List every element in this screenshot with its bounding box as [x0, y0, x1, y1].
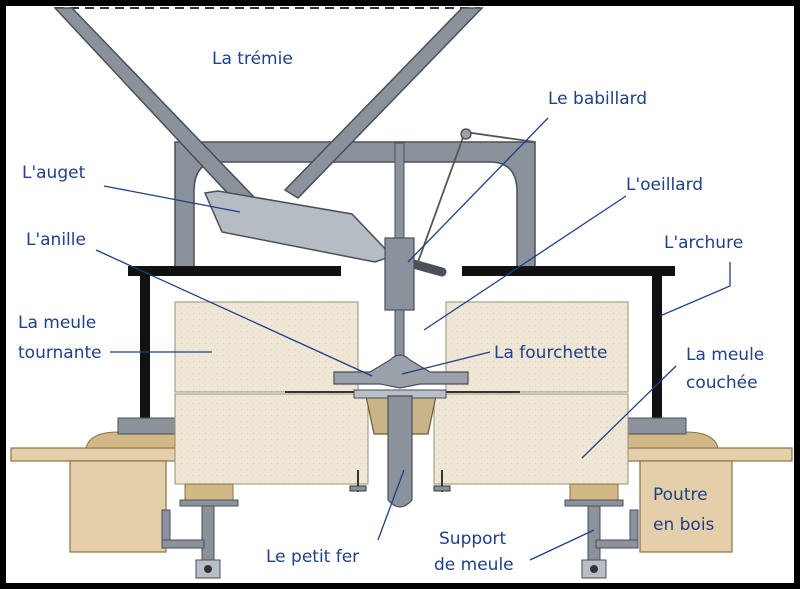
hopper-right-wall	[283, 7, 484, 199]
rynd-anille	[333, 354, 469, 389]
spindle-upper	[394, 142, 405, 244]
runner-stone-right	[445, 301, 629, 393]
stone-support-left	[161, 483, 239, 579]
label-fourchette: La fourchette	[494, 343, 607, 363]
label-support-line2: de meule	[434, 555, 514, 575]
label-auget: L'auget	[22, 163, 86, 183]
runner-stone-left	[174, 301, 359, 393]
spindle-collar	[384, 237, 415, 311]
leader-archure	[659, 262, 731, 317]
diagram-panel: La trémie Le babillard L'auget L'oeillar…	[6, 6, 794, 583]
leader-anille	[95, 249, 373, 377]
archure-foot-left	[117, 417, 177, 435]
shoe-auget	[203, 190, 394, 263]
label-meule-couchee-line2: couchée	[686, 373, 758, 393]
mill-diagram: La trémie Le babillard L'auget L'oeillar…	[10, 7, 793, 579]
leader-lines	[95, 117, 731, 561]
leader-auget	[103, 185, 241, 213]
leader-fourchette	[401, 351, 491, 375]
wood-beam-right	[625, 447, 793, 462]
stone-support-right	[564, 483, 639, 579]
label-petit-fer: Le petit fer	[266, 547, 359, 567]
label-anille: L'anille	[26, 230, 86, 250]
babillard-pulley	[460, 128, 472, 140]
wood-post-left	[69, 460, 167, 553]
archure-right-side	[652, 276, 662, 434]
leader-support	[529, 529, 595, 561]
label-archure: L'archure	[664, 233, 743, 253]
label-meule-couchee-line1: La meule	[686, 345, 764, 365]
bushing-bolts	[349, 470, 451, 492]
label-tremie: La trémie	[212, 49, 293, 69]
archure-right-top	[462, 266, 675, 276]
label-oeillard: L'oeillard	[626, 175, 703, 195]
leader-babillard	[407, 117, 549, 263]
leader-oeillard	[423, 195, 627, 331]
label-meule-tournante-line2: tournante	[18, 343, 102, 363]
wood-post-right	[639, 460, 733, 553]
archure-left-top	[128, 266, 341, 276]
label-poutre-line1: Poutre	[653, 485, 708, 505]
wood-beam-left	[10, 447, 180, 462]
archure-foot-right	[627, 417, 687, 435]
archure-left-side	[140, 276, 150, 434]
leader-meule-couchee	[581, 365, 677, 459]
label-poutre-line2: en bois	[653, 515, 715, 535]
spindle-lower	[387, 395, 413, 508]
bed-stone-left	[174, 393, 369, 485]
spindle-mid	[394, 309, 405, 359]
label-babillard: Le babillard	[548, 89, 647, 109]
label-support-line1: Support	[439, 529, 507, 549]
label-meule-tournante-line1: La meule	[18, 313, 96, 333]
leader-petit-fer	[377, 469, 405, 541]
bed-stone-right	[433, 393, 629, 485]
